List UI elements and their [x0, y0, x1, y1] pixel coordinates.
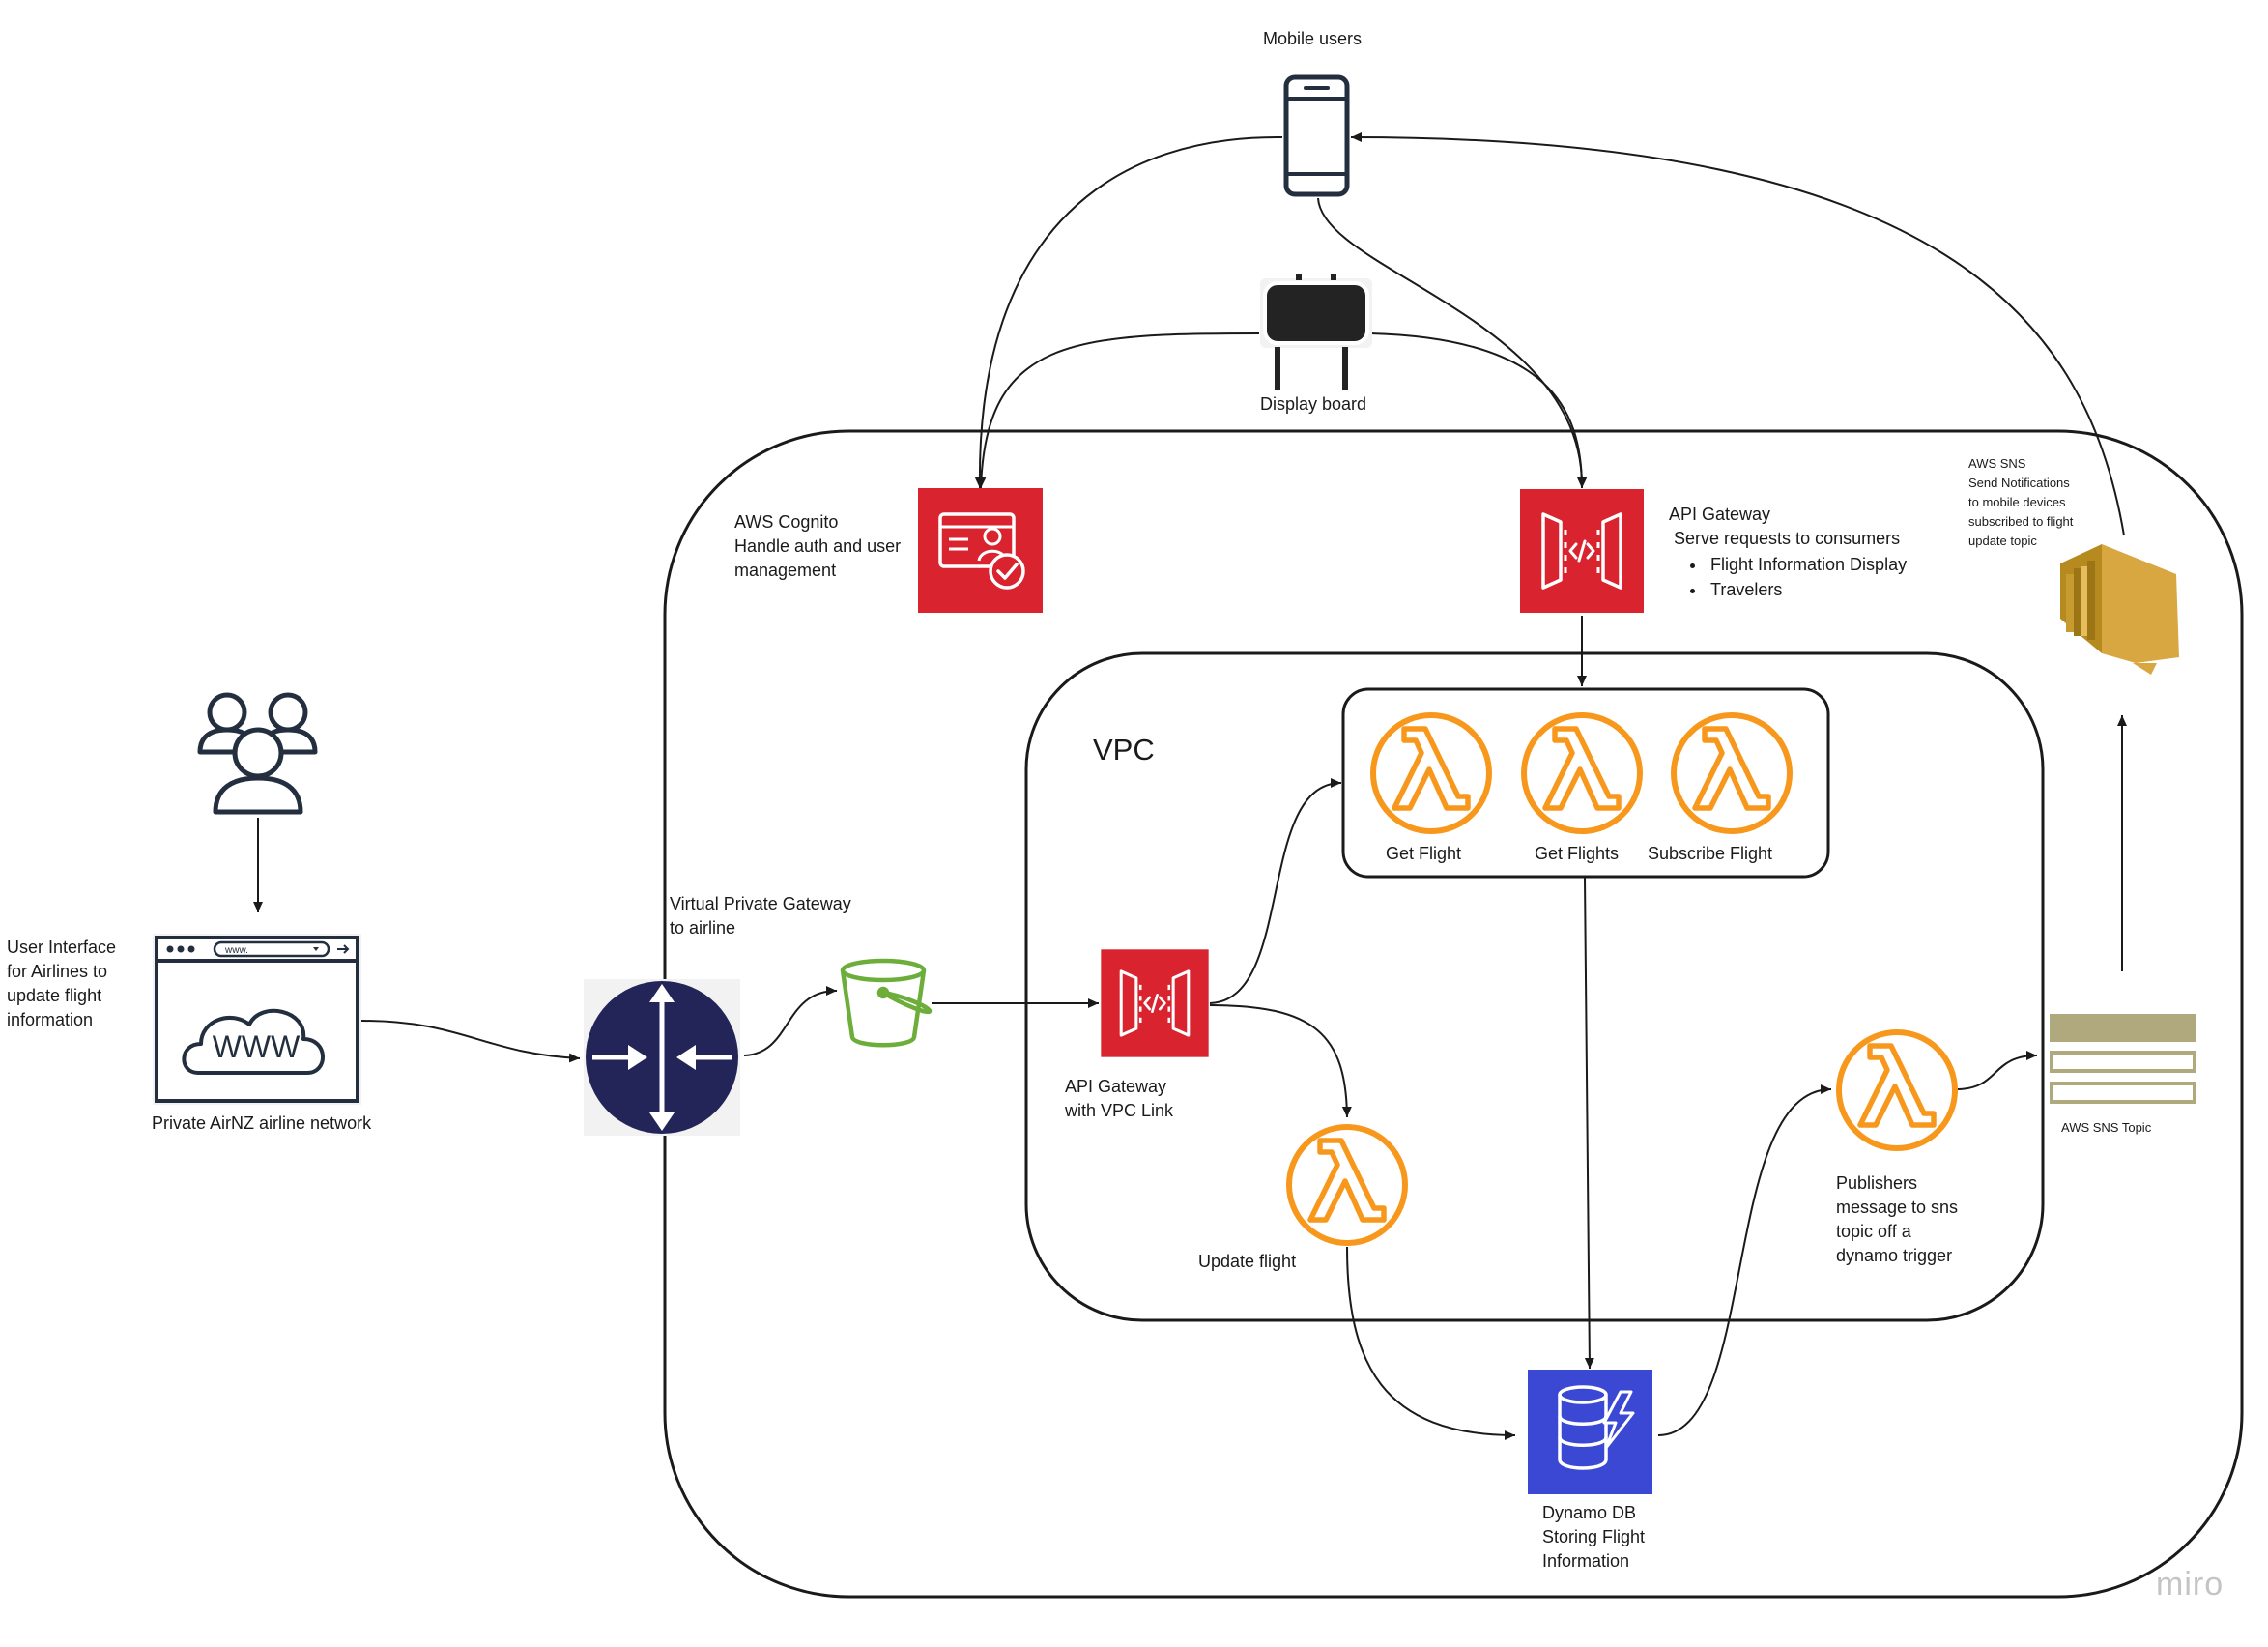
miro-watermark: miro — [2156, 1566, 2225, 1603]
private-network-label: Private AirNZ airline network — [152, 1113, 372, 1133]
display-board-label: Display board — [1260, 394, 1367, 414]
cognito-label: AWS Cognito Handle auth and user managem… — [734, 512, 902, 580]
api-gateway-consumer-item: Flight Information Display — [1707, 552, 1907, 577]
publisher-label: Publishers message to sns topic off a dy… — [1836, 1173, 1959, 1265]
api-gateway-consumer-list: Flight Information Display Travelers — [1687, 552, 1907, 602]
get-flight-label: Get Flight — [1386, 844, 1462, 863]
user-group-icon — [197, 692, 318, 815]
arrow-display-to-cognito — [976, 332, 1260, 489]
sns-label: AWS SNS Send Notifications to mobile dev… — [1968, 456, 2074, 548]
api-gateway-vpc-link-icon — [1099, 947, 1211, 1059]
lambda-get-flights-icon — [1524, 715, 1640, 831]
arrow-update-flight-to-dynamo — [1346, 1246, 1516, 1440]
www-text: WWW — [213, 1029, 301, 1064]
arrow-mobile-to-cognito — [974, 135, 1283, 489]
vpc-label: VPC — [1093, 733, 1155, 766]
display-board-icon — [1260, 274, 1372, 390]
api-gateway-title: API Gateway — [1669, 505, 1771, 524]
s3-bucket-icon — [840, 958, 933, 1048]
web-browser-icon: www. WWW — [153, 934, 361, 1105]
api-gateway-icon — [1518, 487, 1646, 615]
arrow-gateway-to-bucket — [743, 986, 838, 1056]
arrow-display-to-apigateway — [1369, 332, 1587, 489]
arrow-lambdas-to-dynamo — [1584, 877, 1594, 1370]
dynamodb-icon — [1528, 1370, 1652, 1494]
mobile-users-label: Mobile users — [1263, 29, 1363, 48]
arrow-sns-to-mobile — [1350, 132, 2125, 536]
api-gateway-consumer-item: Travelers — [1707, 577, 1907, 602]
vpc-boundary — [1024, 651, 2045, 1322]
arrow-browser-to-gateway — [360, 1020, 581, 1063]
aws-cloud-boundary — [663, 429, 2244, 1599]
aws-cognito-icon — [918, 488, 1043, 613]
lambda-get-flight-icon — [1373, 715, 1489, 831]
mobile-phone-icon — [1283, 74, 1350, 197]
lambda-update-flight-icon — [1289, 1127, 1405, 1243]
user-interface-label: User Interface for Airlines to update fl… — [7, 938, 117, 1029]
get-flights-label: Get Flights — [1535, 844, 1620, 863]
browser-url-text: www. — [224, 945, 248, 956]
lambda-publisher-icon — [1839, 1032, 1955, 1148]
sns-topic-label: AWS SNS Topic — [2061, 1120, 2152, 1135]
sns-topic-icon — [2050, 1014, 2196, 1104]
virtual-private-gateway-icon — [584, 979, 740, 1136]
aws-sns-icon — [2060, 544, 2179, 675]
update-flight-label: Update flight — [1198, 1252, 1297, 1271]
connectors — [253, 132, 2127, 1440]
arrow-publisher-to-sns-topic — [1957, 1051, 2038, 1090]
lambda-subscribe-flight-icon — [1674, 715, 1790, 831]
lambda-group-box — [1341, 687, 1830, 879]
dynamodb-label: Dynamo DB Storing Flight Information — [1542, 1503, 1646, 1571]
arrow-mobile-to-apigateway — [1317, 197, 1588, 489]
subscribe-flight-label: Subscribe Flight — [1648, 844, 1773, 863]
api-vpc-link-label: API Gateway with VPC Link — [1065, 1077, 1174, 1120]
virtual-gateway-label: Virtual Private Gateway to airline — [670, 894, 851, 938]
arrow-apivpc-to-lambda-group — [1209, 778, 1342, 1004]
api-gateway-subtitle: Serve requests to consumers — [1674, 529, 1901, 548]
arrow-dynamo-to-publisher — [1657, 1084, 1832, 1436]
arrow-apivpc-to-update-flight — [1209, 1004, 1352, 1118]
